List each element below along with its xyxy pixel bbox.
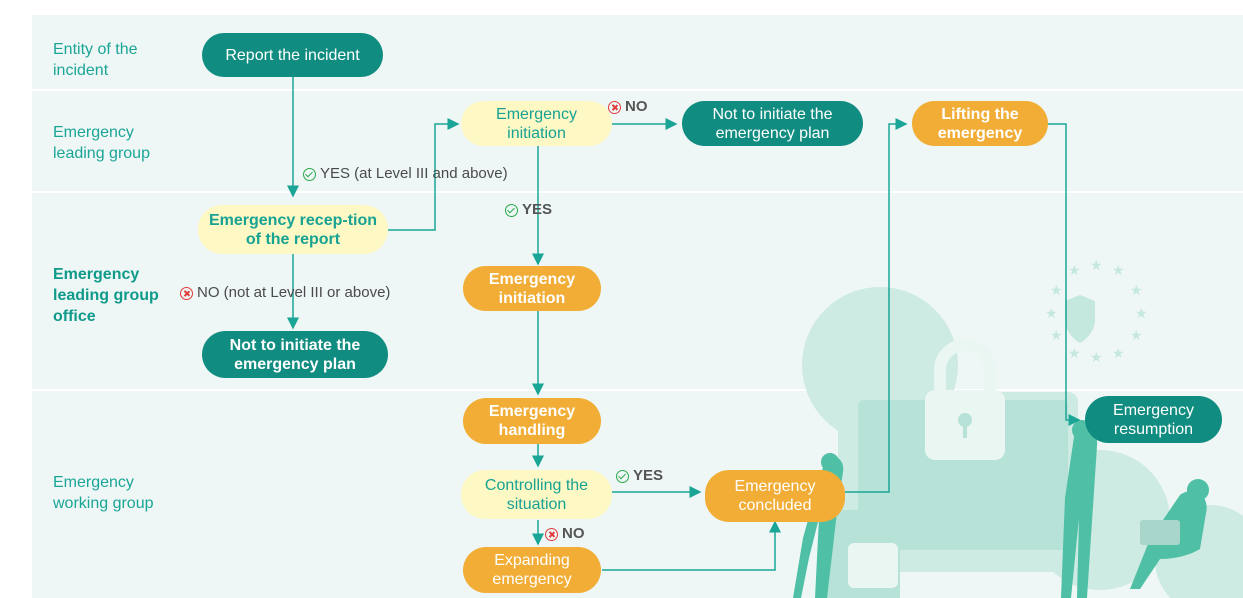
svg-text:★: ★ [1090, 258, 1103, 274]
edge-expanding-to-concluded [602, 520, 781, 571]
edge-label-yes-mid-text: YES [522, 201, 553, 218]
node-not-initiate-top: Not to initiate the emergency plan [682, 101, 863, 146]
node-emergency-handling: Emergency handling [463, 398, 601, 444]
node-expanding-emergency: Expanding emergency [463, 547, 601, 593]
svg-text:★: ★ [1135, 306, 1148, 322]
cross-circle-icon [545, 527, 558, 541]
node-emergency-resumption: Emergency resumption [1085, 396, 1222, 443]
svg-text:★: ★ [1130, 283, 1143, 299]
node-emergency-concluded: Emergency concluded [705, 470, 845, 522]
svg-text:★: ★ [1130, 328, 1143, 344]
edge-label-yes-level3-text: YES (at Level III and above) [320, 165, 508, 182]
edge-label-yes-level3: YES (at Level III and above) [303, 165, 508, 183]
node-lifting-emergency: Lifting the emergency [912, 101, 1048, 146]
svg-text:★: ★ [1068, 346, 1081, 362]
edge-concluded-to-lifting [845, 118, 908, 493]
lane-label-office: Emergency leading group office [53, 266, 159, 325]
lane-label-working-group: Emergency working group [53, 474, 154, 512]
edge-label-no-top-text: NO [625, 98, 648, 115]
edge-lifting-to-resumption [1048, 123, 1081, 426]
edge-label-yes-controlling-text: YES [633, 467, 664, 484]
edge-label-yes-mid: YES [505, 201, 552, 219]
lane-label-entity: Entity of the incident [53, 41, 138, 79]
edge-label-yes-controlling: YES [616, 467, 663, 485]
edge-label-no-top: NO [608, 98, 648, 116]
node-report-incident: Report the incident [202, 33, 383, 77]
edge-label-no-level3-text: NO (not at Level III or above) [197, 284, 391, 301]
svg-text:★: ★ [1090, 350, 1103, 366]
node-emergency-reception: Emergency recep-tion of the report [198, 205, 388, 254]
edge-label-no-controlling: NO [545, 525, 585, 543]
svg-text:★: ★ [1050, 283, 1063, 299]
svg-text:★: ★ [1112, 263, 1125, 279]
edge-reception-to-initiation-top [388, 118, 460, 231]
node-emergency-initiation-top: Emergency initiation [461, 101, 612, 146]
svg-text:★: ★ [1050, 328, 1063, 344]
check-circle-icon [505, 203, 518, 217]
cross-circle-icon [180, 286, 193, 300]
svg-text:★: ★ [1112, 346, 1125, 362]
check-circle-icon [303, 167, 316, 181]
check-circle-icon [616, 469, 629, 483]
lane-label-leading-group: Emergency leading group [53, 124, 150, 162]
node-emergency-initiation-mid: Emergency initiation [463, 266, 601, 311]
node-controlling-situation: Controlling the situation [461, 470, 612, 519]
svg-text:★: ★ [1045, 306, 1058, 322]
cross-circle-icon [608, 100, 621, 114]
svg-text:★: ★ [1068, 263, 1081, 279]
edge-label-no-controlling-text: NO [562, 525, 585, 542]
node-not-initiate-office: Not to initiate the emergency plan [202, 331, 388, 378]
edge-label-no-level3: NO (not at Level III or above) [180, 284, 390, 302]
